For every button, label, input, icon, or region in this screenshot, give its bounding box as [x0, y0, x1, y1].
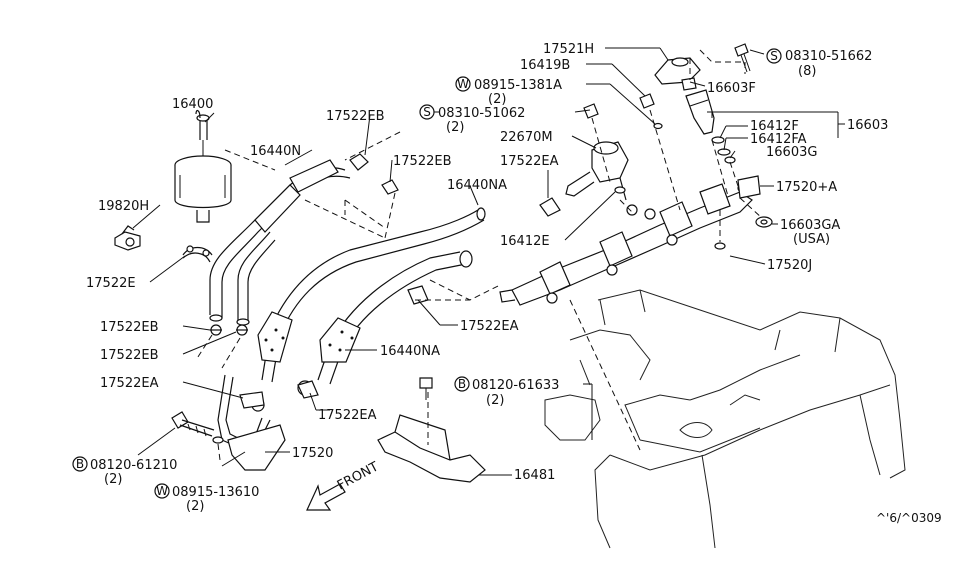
fuel-rail — [499, 175, 761, 306]
label-08120-61210-qty: (2) — [104, 472, 122, 487]
label-16603ga-note: (USA) — [793, 232, 830, 247]
washer-08915-13610 — [212, 436, 224, 444]
label-16603f: 16603F — [707, 81, 756, 96]
prefix-w-08915-13610: W — [154, 483, 170, 499]
label-16440na-top: 16440NA — [447, 178, 507, 193]
heat-shield-16481 — [377, 377, 486, 483]
dashed-leader-lines — [195, 49, 763, 461]
label-front: FRONT — [335, 459, 381, 493]
part-labels: 17521H 16419B 08915-1381A (2) 08310-5166… — [86, 42, 942, 525]
solid-leader-lines — [132, 47, 845, 476]
label-08310-51062: 08310-51062 — [438, 106, 525, 121]
label-17522ea-mid: 17522EA — [460, 319, 519, 334]
prefix-s-08310-51662: S — [766, 48, 782, 64]
label-08915-1381a: 08915-1381A — [474, 78, 562, 93]
svg-text:S: S — [770, 49, 778, 63]
clip-17522ea-upper — [539, 197, 561, 217]
label-16419b: 16419B — [520, 58, 570, 73]
clips-17522eb-lower — [210, 324, 248, 336]
svg-text:B: B — [458, 377, 466, 391]
fuel-filter — [174, 109, 232, 223]
label-08310-51662: 08310-51662 — [785, 49, 872, 64]
label-17522eb-low2: 17522EB — [100, 348, 159, 363]
label-08915-13610: 08915-13610 — [172, 485, 259, 500]
label-16400: 16400 — [172, 97, 213, 112]
label-08120-61633: 08120-61633 — [472, 378, 559, 393]
front-arrow — [306, 483, 346, 511]
label-17522ea-top: 17522EA — [500, 154, 559, 169]
label-17522ea-bottom: 17522EA — [318, 408, 377, 423]
injector-parts-upper — [583, 43, 773, 250]
clip-17522e — [182, 245, 213, 263]
label-17522ea-low: 17522EA — [100, 376, 159, 391]
clips-17522eb-upper — [349, 153, 399, 195]
label-16440na-low: 16440NA — [380, 344, 440, 359]
label-16603ga: 16603GA — [780, 218, 840, 233]
bolt-08120-61210 — [171, 411, 215, 437]
label-16412fa: 16412FA — [750, 132, 807, 147]
label-08120-61633-qty: (2) — [486, 393, 504, 408]
label-16603g: 16603G — [766, 145, 817, 160]
svg-text:S: S — [423, 105, 431, 119]
svg-text:W: W — [457, 77, 469, 91]
clip-17522ea-middle — [407, 285, 429, 305]
label-08915-1381a-qty: (2) — [488, 92, 506, 107]
label-16603: 16603 — [847, 118, 888, 133]
label-17520-a: 17520+A — [776, 180, 837, 195]
label-16412f: 16412F — [750, 119, 799, 134]
label-19820h: 19820H — [98, 199, 149, 214]
svg-text:B: B — [76, 457, 84, 471]
prefix-w-08915-1381a: W — [455, 76, 471, 92]
prefix-b-08120-61633: B — [454, 376, 470, 392]
diagram-code: ^'6/^0309 — [876, 511, 942, 525]
label-17520: 17520 — [292, 446, 333, 461]
label-22670m: 22670M — [500, 130, 553, 145]
label-17522e: 17522E — [86, 276, 136, 291]
label-16412e: 16412E — [500, 234, 550, 249]
label-08915-13610-qty: (2) — [186, 499, 204, 514]
label-16481: 16481 — [514, 468, 555, 483]
svg-text:W: W — [156, 484, 168, 498]
label-17520j: 17520J — [767, 258, 812, 273]
prefix-b-08120-61210: B — [72, 456, 88, 472]
label-17521h: 17521H — [543, 42, 594, 57]
label-17522eb-low1: 17522EB — [100, 320, 159, 335]
clamp-19820h — [114, 225, 141, 251]
engine-block — [544, 289, 906, 549]
label-17522eb-mid: 17522EB — [393, 154, 452, 169]
label-08310-51062-qty: (2) — [446, 120, 464, 135]
fuel-pipe-17520 — [217, 374, 319, 471]
label-08310-51662-qty: (8) — [798, 64, 816, 79]
prefix-s-08310-51062: S — [419, 104, 435, 120]
label-17522eb-top: 17522EB — [326, 109, 385, 124]
label-08120-61210: 08120-61210 — [90, 458, 177, 473]
label-16440n: 16440N — [250, 144, 301, 159]
